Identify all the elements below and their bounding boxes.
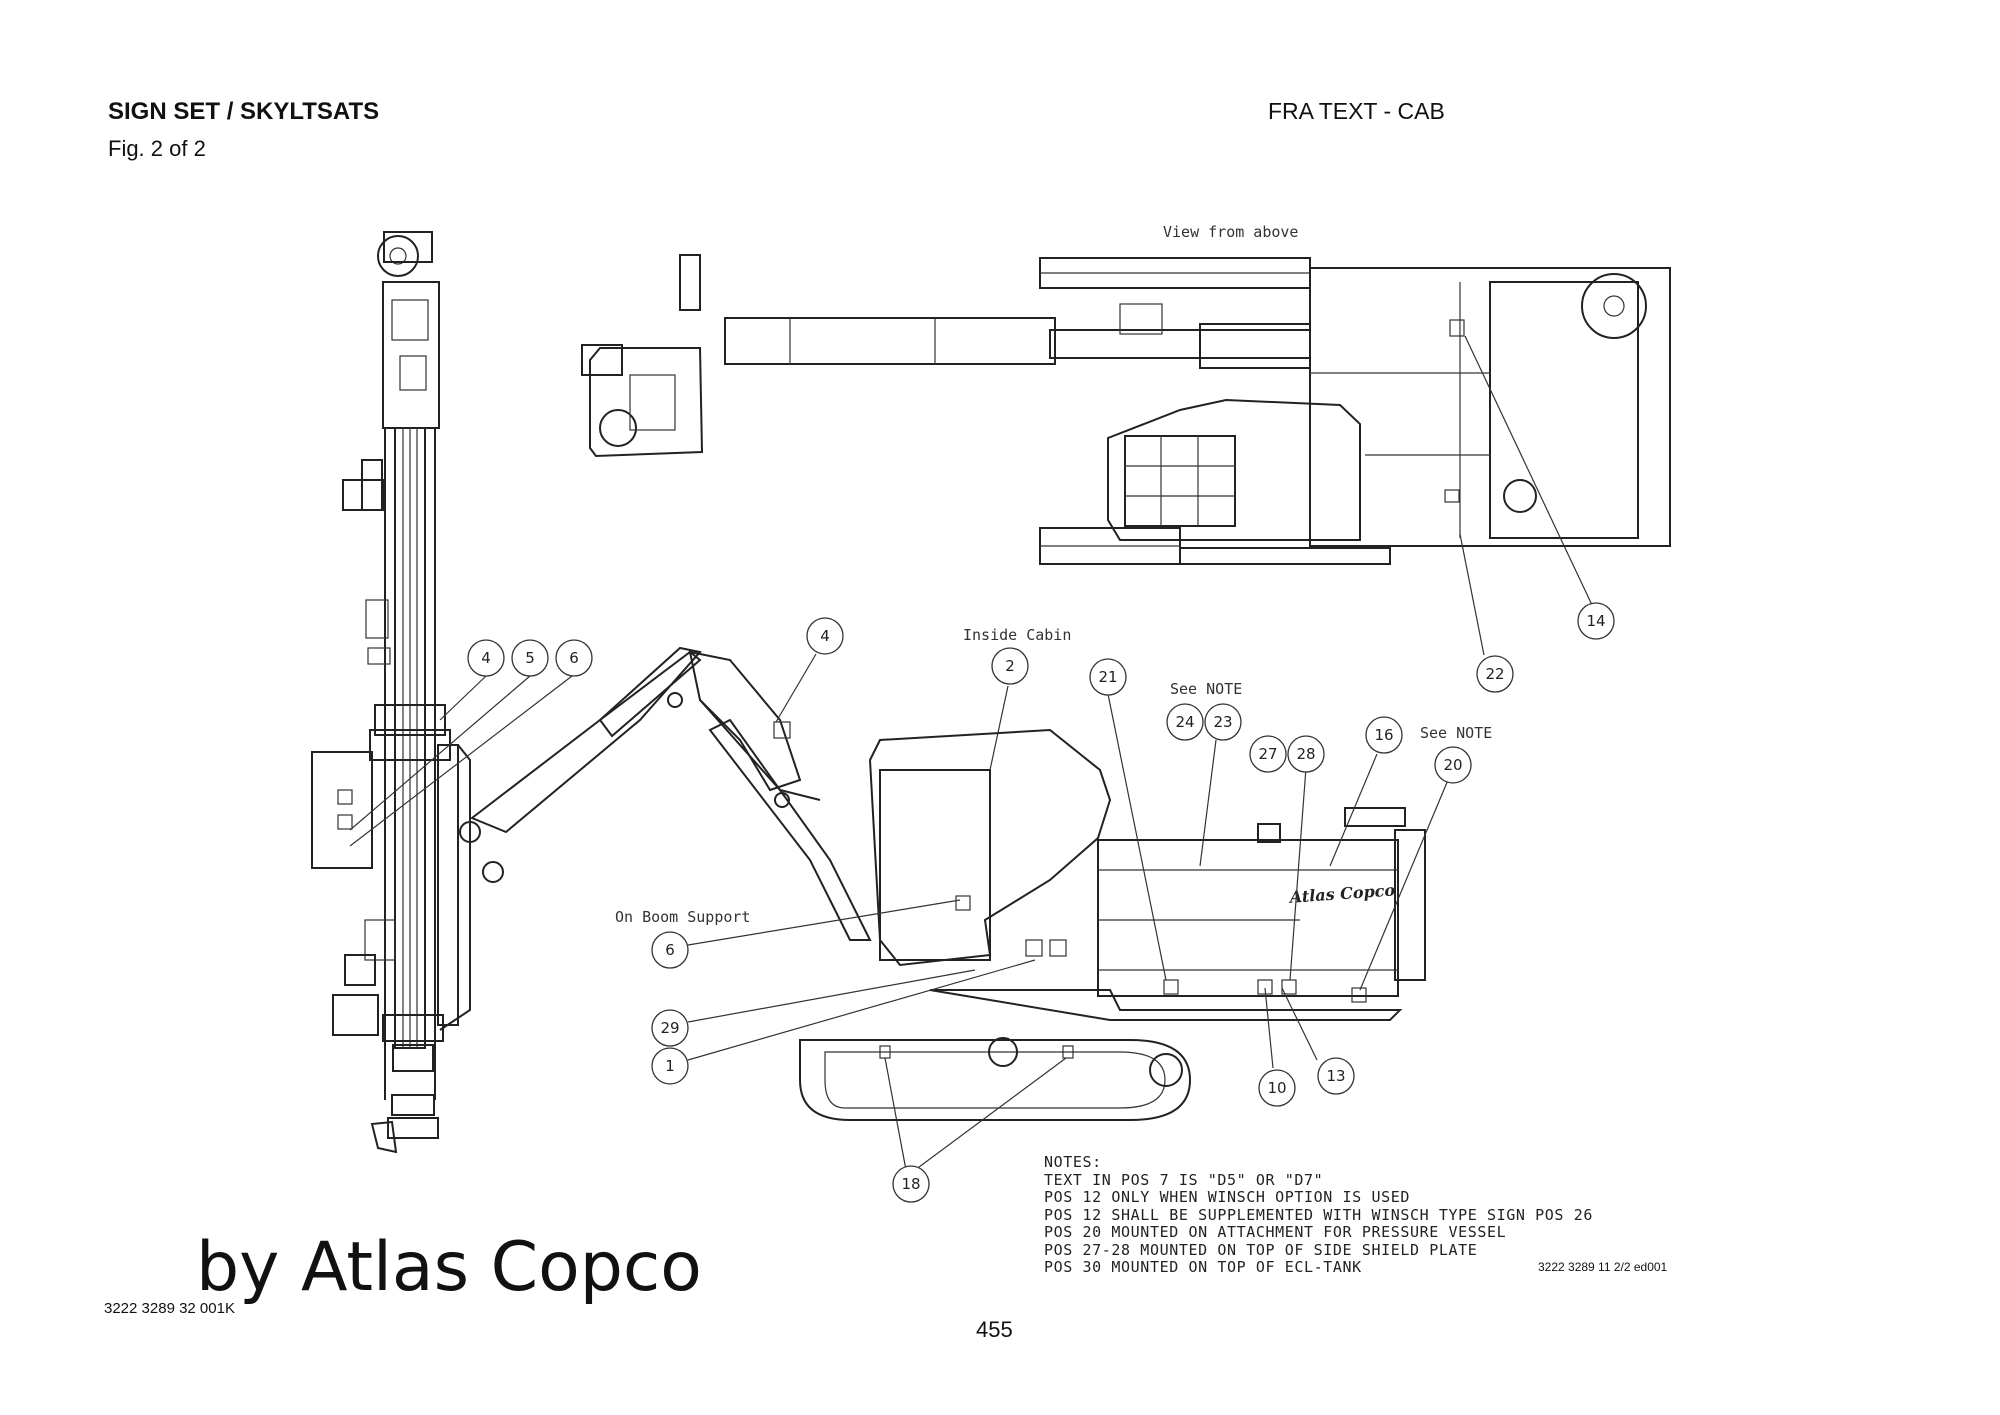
svg-text:13: 13 — [1326, 1067, 1345, 1085]
svg-text:21: 21 — [1098, 668, 1117, 686]
page-number: 455 — [976, 1317, 1013, 1342]
see-note-label-1: See NOTE — [1170, 680, 1242, 698]
callout-2: 2 — [991, 647, 1029, 685]
callout-14: 14 — [1577, 602, 1615, 640]
side-view: Atlas Copco Inside Cabin See NOTE See NO… — [459, 626, 1492, 1121]
watermark-text: by Atlas Copco — [196, 1228, 702, 1307]
svg-text:27: 27 — [1258, 745, 1277, 763]
svg-text:1: 1 — [665, 1057, 675, 1075]
inside-cabin-label: Inside Cabin — [963, 626, 1071, 644]
svg-text:20: 20 — [1443, 756, 1462, 774]
callout-21: 21 — [1089, 658, 1127, 696]
note-line: POS 12 SHALL BE SUPPLEMENTED WITH WINSCH… — [1044, 1205, 1593, 1224]
see-note-label-2: See NOTE — [1420, 724, 1492, 742]
callout-5: 5 — [511, 639, 549, 677]
svg-text:16: 16 — [1374, 726, 1393, 744]
svg-text:5: 5 — [525, 649, 535, 667]
note-line: POS 20 MOUNTED ON ATTACHMENT FOR PRESSUR… — [1044, 1223, 1507, 1241]
leader-lines — [349, 335, 1593, 1171]
callout-4-boom: 4 — [806, 617, 844, 655]
svg-text:10: 10 — [1267, 1079, 1286, 1097]
callout-10: 10 — [1258, 1069, 1296, 1107]
part-number: 3222 3289 32 001K — [104, 1300, 235, 1317]
drawing-code: 3222 3289 11 2/2 ed001 — [1538, 1260, 1668, 1274]
page-title: SIGN SET / SKYLTSATS — [108, 98, 380, 125]
note-line: POS 27-28 MOUNTED ON TOP OF SIDE SHIELD … — [1044, 1240, 1478, 1259]
callout-4-left: 4 — [467, 639, 505, 677]
top-view: View from above — [581, 223, 1671, 565]
callout-1: 1 — [651, 1047, 689, 1085]
callout-27: 27 — [1249, 735, 1287, 773]
svg-text:18: 18 — [901, 1175, 920, 1193]
svg-text:23: 23 — [1213, 713, 1232, 731]
svg-text:28: 28 — [1296, 745, 1315, 763]
notes-block: NOTES: TEXT IN POS 7 IS "D5" OR "D7" POS… — [1044, 1153, 1593, 1277]
svg-text:Atlas Copco: Atlas Copco — [1287, 880, 1396, 906]
callout-28: 28 — [1287, 735, 1325, 773]
svg-text:4: 4 — [481, 649, 491, 667]
callout-13: 13 — [1317, 1057, 1355, 1095]
callout-29: 29 — [651, 1009, 689, 1047]
svg-text:24: 24 — [1175, 713, 1194, 731]
callout-24: 24 — [1166, 703, 1204, 741]
svg-text:29: 29 — [660, 1019, 679, 1037]
callout-6-boom-support: 6 — [651, 931, 689, 969]
svg-text:22: 22 — [1485, 665, 1504, 683]
note-line: POS 30 MOUNTED ON TOP OF ECL-TANK — [1044, 1258, 1362, 1276]
note-line: TEXT IN POS 7 IS "D5" OR "D7" — [1044, 1170, 1324, 1189]
callout-6-top: 6 — [555, 639, 593, 677]
callout-16: 16 — [1365, 716, 1403, 754]
svg-text:14: 14 — [1586, 612, 1605, 630]
feed-mast — [311, 231, 471, 1154]
view-from-above-label: View from above — [1163, 223, 1298, 241]
svg-text:2: 2 — [1005, 657, 1015, 675]
svg-text:4: 4 — [820, 627, 830, 645]
callout-23: 23 — [1204, 703, 1242, 741]
note-line: POS 12 ONLY WHEN WINSCH OPTION IS USED — [1044, 1188, 1410, 1206]
callout-20: 20 — [1434, 746, 1472, 784]
figure-number: Fig. 2 of 2 — [108, 136, 206, 161]
header-right-title: FRA TEXT - CAB — [1268, 98, 1445, 124]
notes-heading: NOTES: — [1044, 1153, 1102, 1171]
callout-18: 18 — [892, 1165, 930, 1203]
on-boom-support-label: On Boom Support — [615, 908, 750, 926]
svg-text:6: 6 — [569, 649, 579, 667]
svg-text:6: 6 — [665, 941, 675, 959]
callout-22: 22 — [1476, 655, 1514, 693]
